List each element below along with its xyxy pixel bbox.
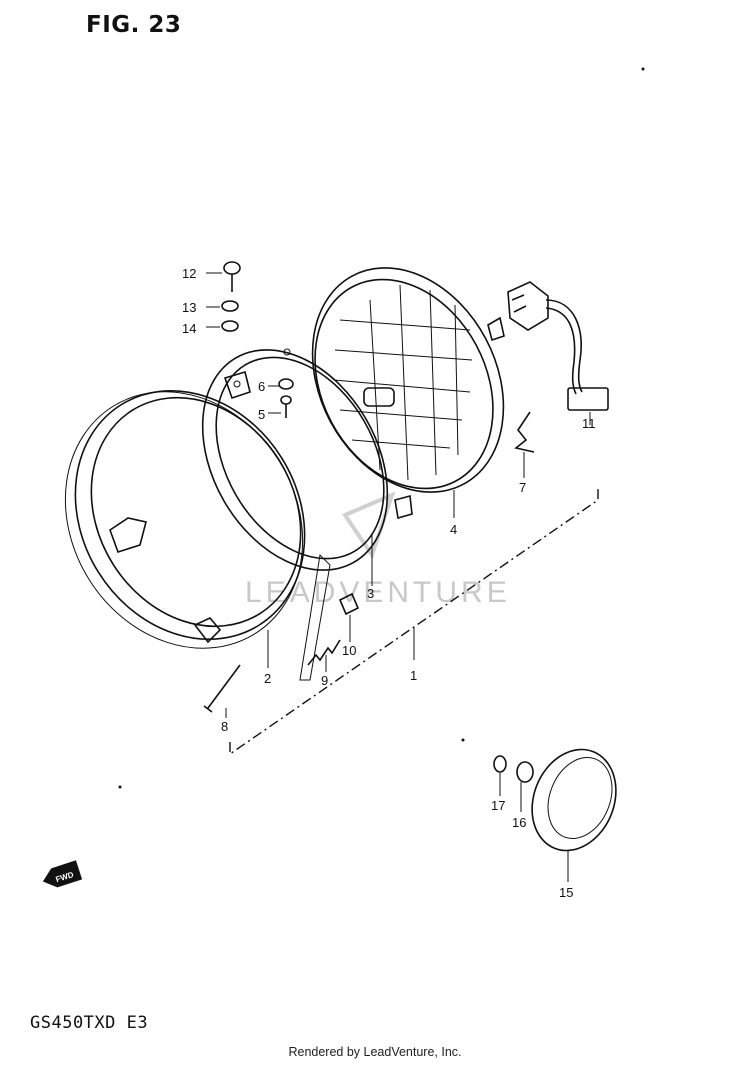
callout-12: 12 xyxy=(182,266,196,281)
speck xyxy=(118,785,122,789)
fwd-arrow-icon: FWD xyxy=(42,860,83,888)
callout-6: 6 xyxy=(258,379,265,394)
wiring-connector xyxy=(507,281,609,425)
callout-labels: 1 2 3 4 5 6 7 8 9 10 11 12 13 14 15 16 1… xyxy=(182,266,596,900)
callout-8: 8 xyxy=(221,719,228,734)
footer-credit: Rendered by LeadVenture, Inc. xyxy=(288,1045,462,1059)
position-light xyxy=(493,748,617,852)
speck xyxy=(641,67,645,71)
mounting-screw xyxy=(203,664,241,713)
callout-2: 2 xyxy=(264,671,271,686)
callout-16: 16 xyxy=(512,815,526,830)
leader-lines xyxy=(206,272,569,882)
callout-5: 5 xyxy=(258,407,265,422)
callout-17: 17 xyxy=(491,798,505,813)
callout-4: 4 xyxy=(450,522,457,537)
headlight-rim xyxy=(64,389,306,649)
callout-15: 15 xyxy=(559,885,573,900)
speck xyxy=(461,738,465,742)
callout-13: 13 xyxy=(182,300,196,315)
callout-7: 7 xyxy=(519,480,526,495)
callout-14: 14 xyxy=(182,321,196,336)
headlight-housing xyxy=(201,348,413,571)
callout-3: 3 xyxy=(367,586,374,601)
sealed-beam-unit xyxy=(311,267,505,493)
callout-9: 9 xyxy=(321,673,328,688)
model-code: GS450TXD E3 xyxy=(30,1013,149,1033)
screw-and-washers xyxy=(221,261,241,332)
clip xyxy=(514,411,535,453)
watermark-logo: LEADVENTURE xyxy=(245,491,507,609)
spring-and-nut xyxy=(299,553,360,681)
figure-title: FIG. 23 xyxy=(86,12,182,38)
assembly-bracket xyxy=(229,488,599,756)
adjust-screw-set xyxy=(278,378,294,418)
callout-11: 11 xyxy=(582,416,596,431)
callout-10: 10 xyxy=(342,643,356,658)
callout-1: 1 xyxy=(410,668,417,683)
